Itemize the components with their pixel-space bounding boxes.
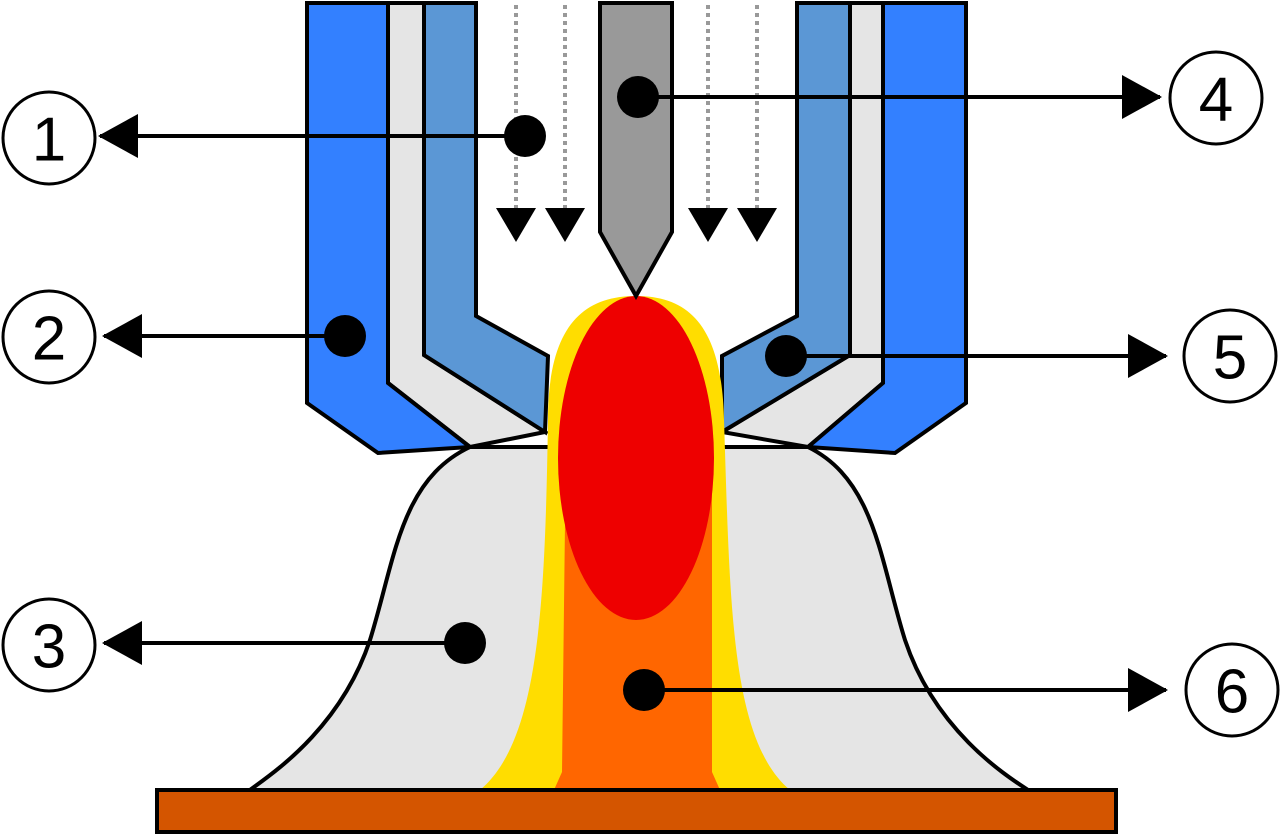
- callout-label: 5: [1213, 324, 1247, 393]
- callout-label: 1: [32, 106, 66, 175]
- callout-3: 3: [1, 597, 97, 693]
- callout-1: 1: [1, 90, 97, 186]
- inner-nozzle-left: [422, 1, 551, 436]
- outer-nozzle-right: [802, 1, 968, 456]
- callout-label: 3: [32, 613, 66, 682]
- callout-label: 4: [1199, 66, 1233, 135]
- flow-arrowheads: [496, 208, 777, 242]
- callout-label: 2: [32, 305, 66, 374]
- plasma-core: [558, 296, 714, 620]
- callout-6: 6: [1184, 642, 1280, 738]
- workpiece: [155, 788, 1118, 834]
- callout-2: 2: [1, 289, 97, 385]
- callout-4: 4: [1168, 50, 1264, 146]
- callout-5: 5: [1182, 308, 1278, 404]
- plasma-gas-flow-arrows: [514, 5, 759, 208]
- callout-label: 6: [1215, 658, 1249, 727]
- electrode: [598, 1, 674, 301]
